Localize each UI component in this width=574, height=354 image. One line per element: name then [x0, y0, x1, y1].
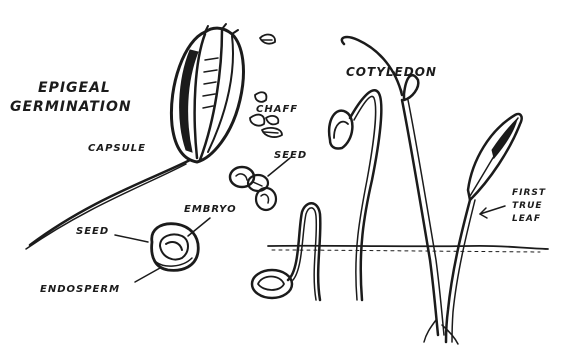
label-cotyledon: COTYLEDON	[346, 65, 437, 79]
label-endosperm: ENDOSPERM	[40, 284, 120, 295]
soil-line	[268, 246, 548, 249]
label-seed-bottom: SEED	[76, 226, 109, 237]
seed-cluster-drawing	[230, 158, 290, 210]
capsule-drawing	[26, 24, 243, 249]
label-true: TRUE	[512, 201, 543, 211]
label-embryo: EMBRYO	[184, 204, 237, 215]
label-capsule: CAPSULE	[88, 143, 146, 154]
label-germination: GERMINATION	[10, 99, 132, 115]
label-epigeal: EPIGEAL	[38, 80, 111, 96]
seedling-stage-1	[252, 203, 320, 300]
label-first: FIRST	[512, 188, 546, 198]
seedling-stage-3	[342, 37, 458, 344]
seed-embryo-drawing	[115, 218, 210, 282]
seedling-stage-2	[329, 90, 381, 300]
chaff-drawing	[250, 35, 282, 138]
seedling-stage-4	[446, 114, 522, 342]
label-chaff: CHAFF	[256, 104, 298, 115]
label-leaf: LEAF	[512, 214, 541, 224]
label-seed-top: SEED	[274, 150, 307, 161]
